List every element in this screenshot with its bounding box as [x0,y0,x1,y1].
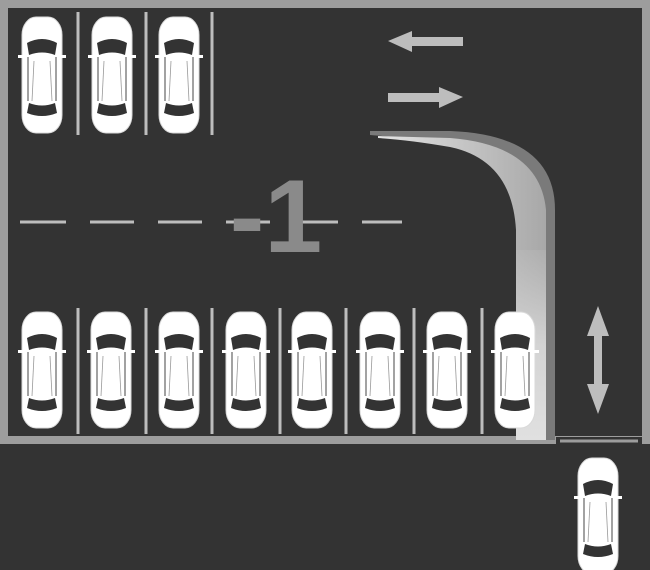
car-icon [221,311,271,429]
arrow-right-icon [388,87,463,108]
arrow-up-down-icon [587,306,609,414]
car-icon [87,16,137,134]
arrow-left-icon [388,31,463,52]
car-icon [287,311,337,429]
car-icon [355,311,405,429]
car-icon [154,311,204,429]
car-icon [154,16,204,134]
street-area [0,440,650,570]
car-icon [86,311,136,429]
car-icon [490,311,540,429]
car-icon [17,16,67,134]
level-label: -1 [230,159,322,275]
bottom-row-dividers [76,308,484,434]
top-row-cars [17,16,204,134]
car-icon [17,311,67,429]
top-row-dividers [76,12,214,135]
car-icon [422,311,472,429]
exiting-car-icon [573,457,623,570]
